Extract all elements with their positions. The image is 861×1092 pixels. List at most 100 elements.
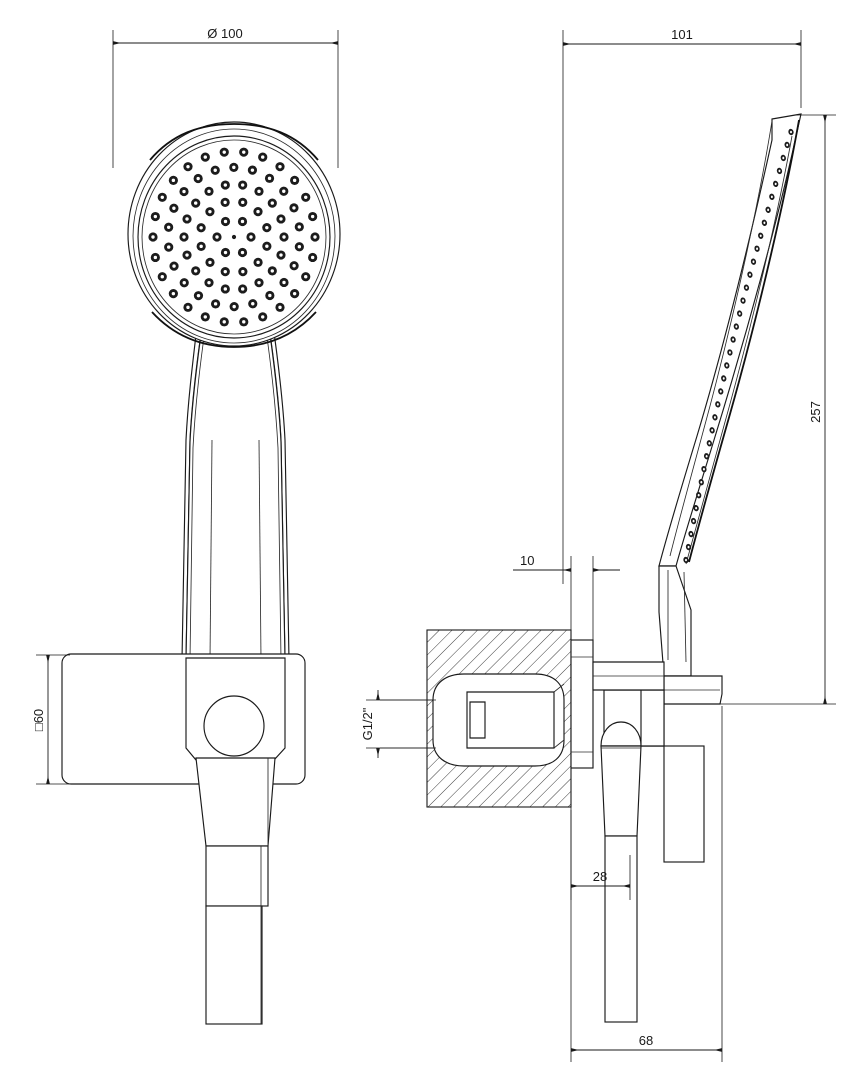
spray-nozzle-bore [182, 281, 186, 285]
spray-nozzle-bore [223, 219, 228, 224]
spray-nozzle-side-bore [763, 221, 766, 225]
front-handle [181, 317, 290, 661]
side-handle [658, 565, 723, 705]
spray-nozzle-side-bore [700, 480, 703, 484]
spray-nozzle-bore [240, 287, 245, 291]
dim-bracket-offset: 28 [593, 869, 607, 884]
spray-nozzle-bore [278, 305, 282, 310]
spray-nozzle-bore [213, 302, 218, 306]
spray-nozzle-side-bore [719, 390, 722, 393]
spray-nozzle-bore [292, 178, 297, 183]
front-wall-plate-group [61, 653, 306, 1025]
spray-nozzle-bore [223, 269, 227, 274]
spray-nozzle-bore [222, 150, 226, 154]
spray-nozzle-bore [199, 226, 203, 230]
side-bracket-arm [600, 689, 705, 1023]
spray-nozzle-side-bore [742, 299, 745, 302]
spray-nozzle-side-bore [705, 454, 708, 458]
spray-nozzle-side-bore [782, 156, 785, 160]
spray-nozzle-side-bore [738, 312, 741, 315]
dim-plate-projection: 10 [520, 553, 534, 568]
spray-nozzle-bore [196, 176, 200, 181]
dim-overall-height: 257 [808, 401, 823, 423]
spray-nozzle-bore [292, 291, 297, 296]
spray-nozzle-side-bore [767, 208, 770, 212]
spray-nozzle-bore [160, 195, 164, 199]
side-hose [604, 835, 638, 1023]
wall-elbow-port [469, 701, 486, 739]
spray-nozzle-side-bore [713, 416, 716, 419]
shower-head-front [127, 121, 341, 348]
spray-nozzle-bore [251, 302, 255, 306]
spray-nozzle-bore [240, 250, 245, 255]
side-view-group [380, 113, 802, 1023]
spray-nozzle-bore [241, 269, 245, 274]
front-hose-cone [195, 757, 276, 847]
spray-nozzle-side-bore [735, 325, 738, 328]
dim-overall-depth: 68 [639, 1033, 653, 1048]
side-hose-column [663, 745, 705, 863]
spray-nozzle-bore [166, 225, 171, 229]
spray-nozzle-side-bore [708, 441, 711, 445]
spray-nozzle-bore [207, 189, 211, 194]
side-bracket-cap [600, 721, 642, 747]
spray-nozzle-side-bore [728, 351, 731, 354]
spray-nozzle-side-bore [770, 195, 773, 199]
spray-nozzle-bore [203, 155, 207, 159]
spray-nozzle-bore [240, 183, 245, 187]
spray-nozzle-bore [270, 269, 274, 273]
dim-plate-square: □60 [31, 709, 46, 731]
spray-nozzle-bore [279, 217, 283, 221]
spray-nozzle-bore [313, 235, 317, 239]
spray-nozzle-bore [297, 225, 301, 229]
spray-nozzle-bore [267, 176, 272, 181]
spray-nozzle-side-bore [774, 182, 777, 186]
spray-nozzle-side-bore [778, 169, 781, 173]
spray-nozzle-bore [207, 280, 211, 285]
spray-nozzle-bore [223, 183, 228, 187]
spray-nozzle-bore [282, 235, 286, 239]
spray-nozzle-bore [279, 253, 283, 257]
spray-nozzle-bore [256, 260, 260, 265]
spray-nozzle-bore [215, 235, 219, 239]
front-bracket-knob [203, 695, 265, 757]
spray-nozzle-side-bore [786, 143, 789, 147]
side-bracket-cone [600, 745, 642, 837]
spray-nozzle-bore [265, 244, 269, 248]
side-wall-plate [570, 639, 594, 769]
spray-nozzle-bore [249, 235, 253, 239]
dim-side-width: 101 [671, 27, 693, 42]
front-hose [205, 905, 263, 1025]
spray-nozzle-side-bore [756, 247, 759, 251]
spray-nozzle-bore [270, 201, 274, 205]
spray-nozzle-bore [232, 165, 236, 170]
spray-nozzle-bore [278, 164, 282, 169]
spray-nozzle-bore [257, 189, 261, 194]
spray-nozzle-bore [261, 155, 265, 159]
spray-nozzle-side-bore [716, 403, 719, 406]
wall-section [380, 629, 665, 808]
spray-nozzle-bore [257, 280, 261, 285]
front-hose-collar [205, 845, 269, 907]
spray-nozzle-bore [223, 200, 227, 205]
spray-nozzle-bore [282, 280, 286, 285]
spray-nozzle-bore [203, 315, 207, 319]
spray-nozzle-bore [208, 260, 212, 265]
spray-nozzle-bore [171, 178, 176, 183]
spray-nozzle-bore [304, 275, 308, 279]
spray-nozzle-bore [250, 168, 255, 172]
spray-nozzle-bore [223, 287, 228, 291]
spray-nozzle-bore [186, 305, 190, 310]
spray-nozzle-side-bore [745, 286, 748, 289]
center-pin [231, 234, 237, 240]
spray-nozzle-side-bore [752, 260, 755, 264]
nozzle-array [148, 147, 320, 327]
spray-nozzle-bore [297, 245, 302, 249]
dim-thread: G1/2" [360, 707, 375, 740]
spray-nozzle-side-bore [759, 234, 762, 238]
spray-nozzle-bore [241, 200, 245, 205]
spray-nozzle-bore [256, 209, 260, 214]
spray-nozzle-bore [208, 209, 212, 214]
spray-nozzle-bore [304, 195, 308, 199]
